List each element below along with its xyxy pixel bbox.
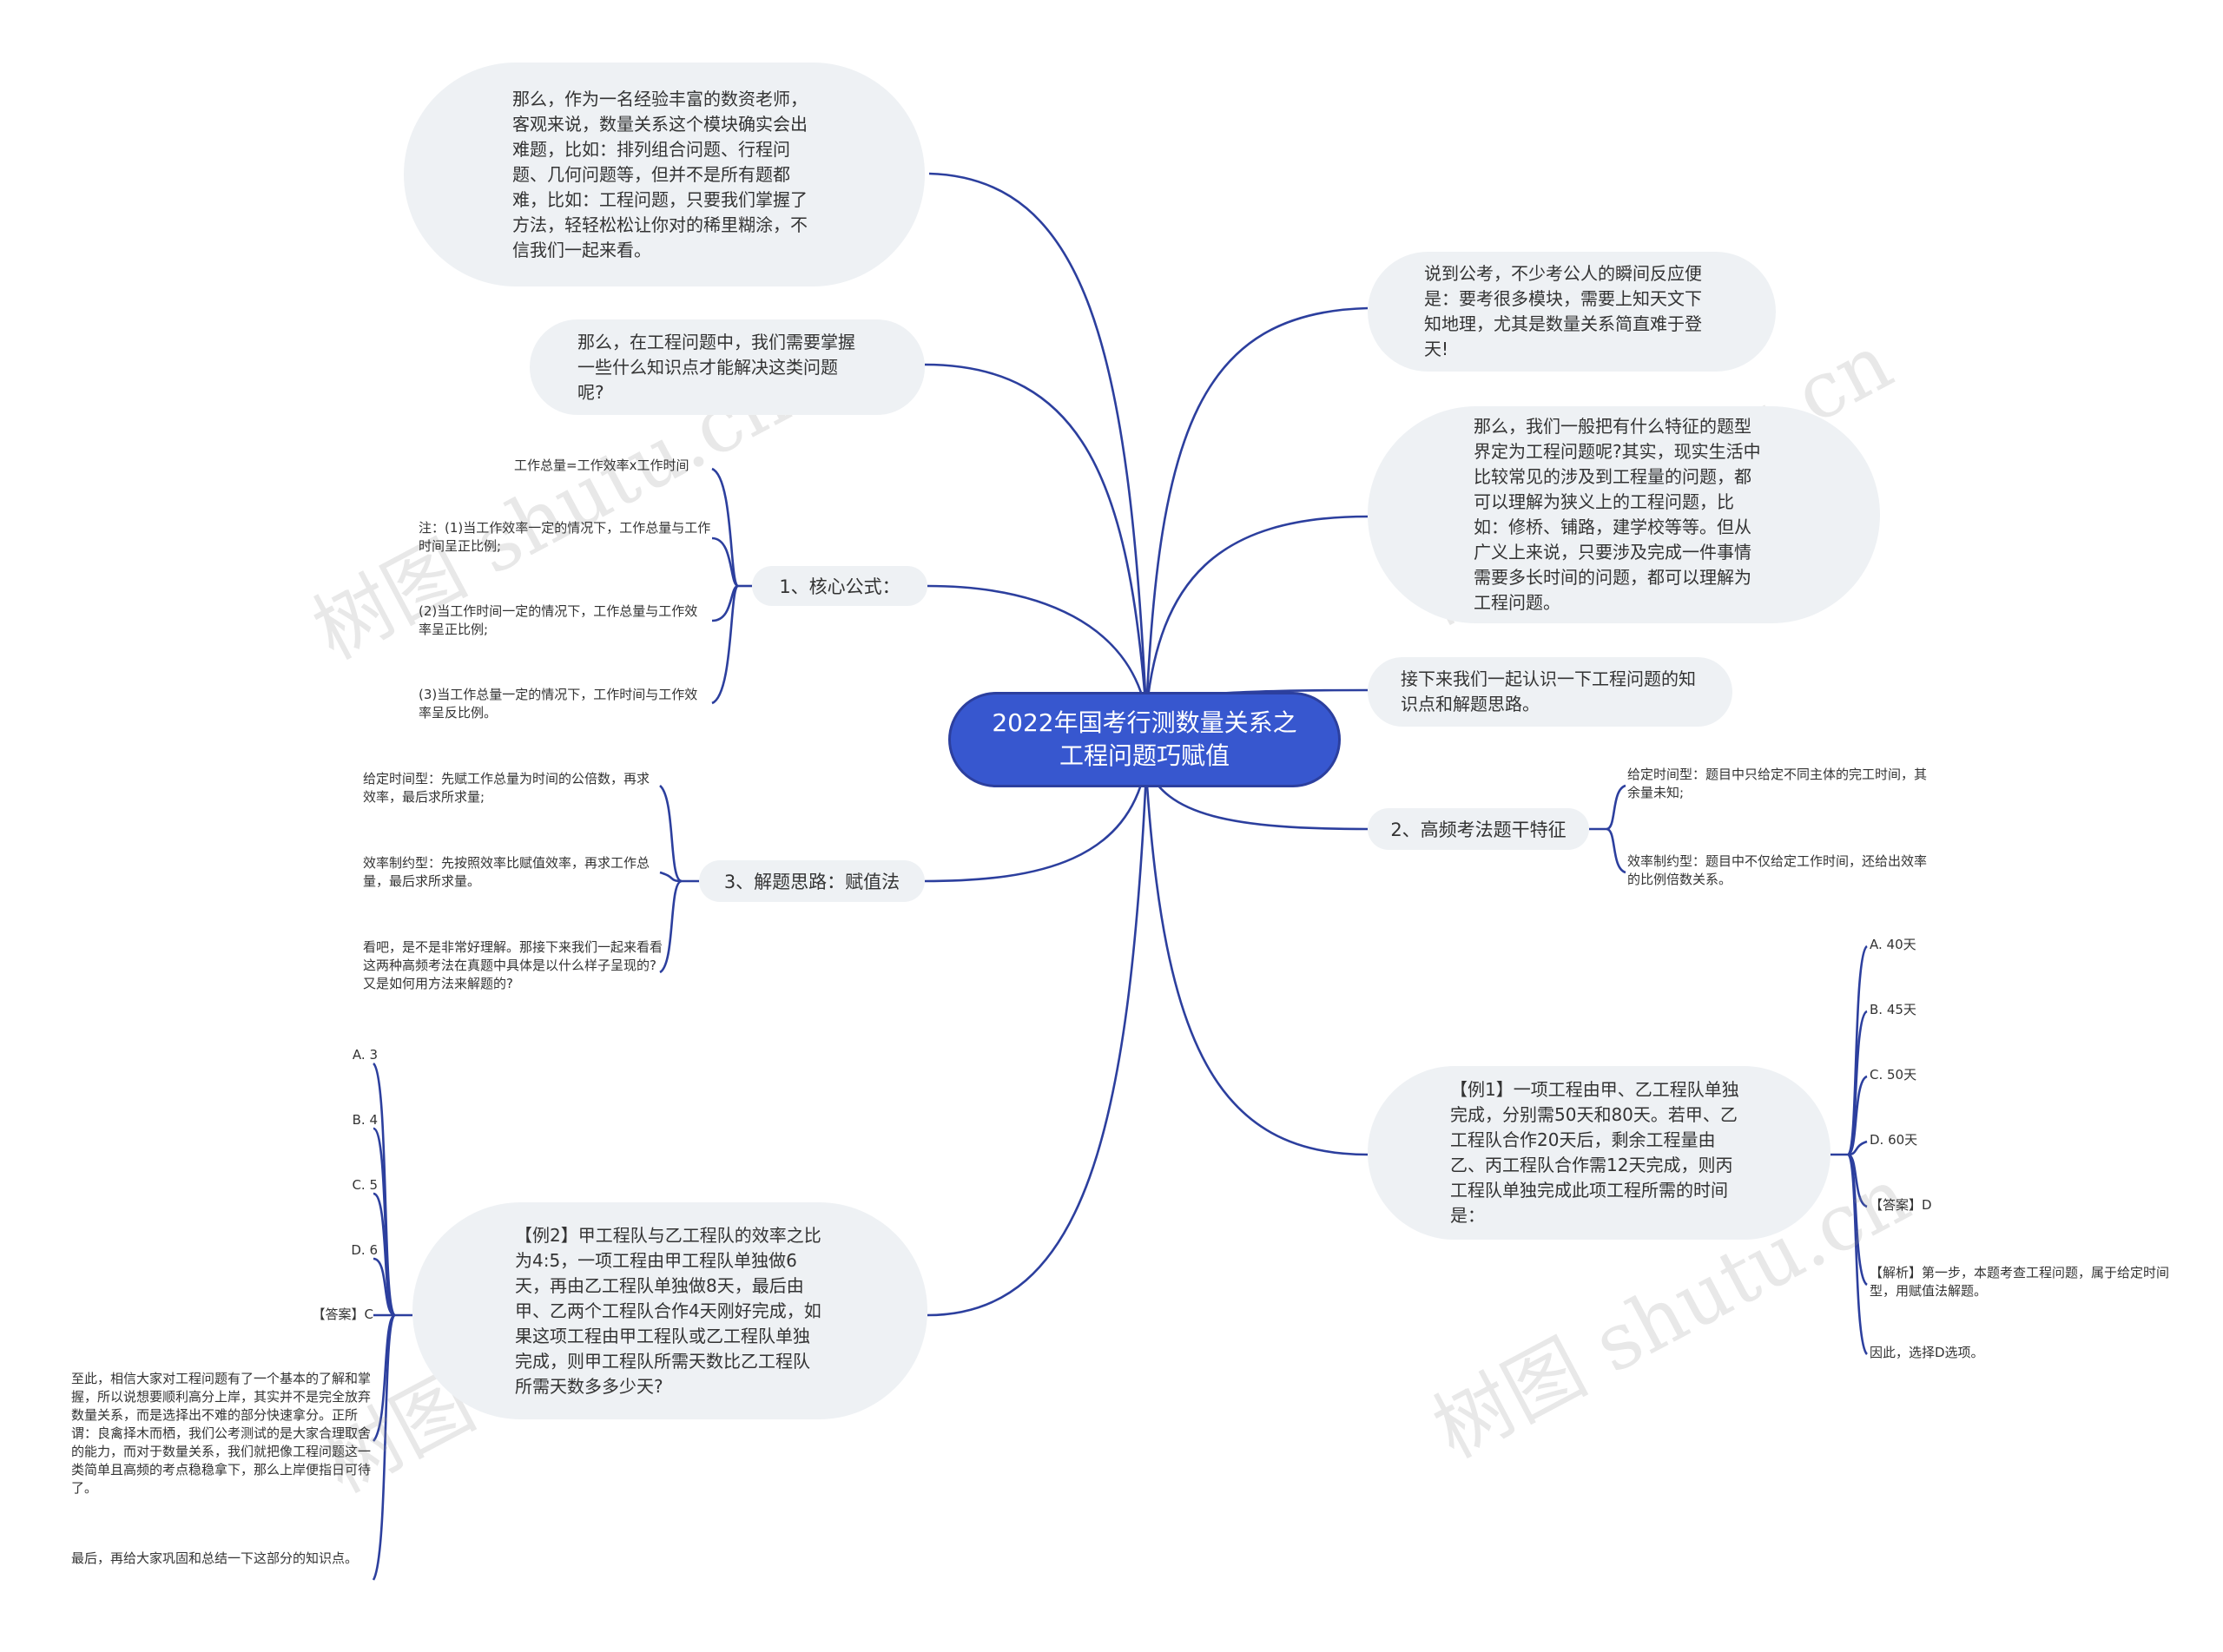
root-title: 2022年国考行测数量关系之工程问题巧赋值 [992,708,1297,770]
left-intro-1-text: 那么，作为一名经验丰富的数资老师，客观来说，数量关系这个模块确实会出难题，比如：… [512,88,808,260]
example1-option[interactable]: D. 60天 [1870,1132,1918,1148]
root-topic[interactable]: 2022年国考行测数量关系之工程问题巧赋值 [948,692,1341,787]
example2-summary-final[interactable]: 最后，再给大家巩固和总结一下这部分的知识点。 [71,1550,359,1566]
example1-answer[interactable]: 【答案】D [1870,1197,1932,1213]
example2-summary[interactable]: 至此，相信大家对工程问题有了一个基本的了解和掌握，所以说想要顺利高分上岸，其实并… [71,1371,372,1496]
method-label: 3、解题思路：赋值法 [723,872,900,892]
formula-item[interactable]: 注：(1)当工作效率一定的情况下，工作总量与工作时间呈正比例; [419,520,711,554]
link-left-intro2 [924,363,1148,713]
right-intro-3-text: 接下来我们一起认识一下工程问题的知识点和解题思路。 [1401,668,1696,714]
features-item[interactable]: 效率制约型：题目中不仅给定工作时间，还给出效率的比例倍数关系。 [1627,853,1928,887]
example1-option[interactable]: A. 40天 [1870,937,1916,952]
formula-topic[interactable]: 1、核心公式： [752,566,927,606]
example2-option[interactable]: A. 3 [352,1047,378,1063]
right-intro-1-text: 说到公考，不少考公人的瞬间反应便是：要考很多模块，需要上知天文下知地理，尤其是数… [1424,263,1702,359]
right-intro-1[interactable]: 说到公考，不少考公人的瞬间反应便是：要考很多模块，需要上知天文下知地理，尤其是数… [1368,252,1776,372]
example2-option[interactable]: B. 4 [352,1112,378,1128]
link-method [924,763,1148,883]
left-intro-2-text: 那么，在工程问题中，我们需要掌握一些什么知识点才能解决这类问题呢? [577,331,855,403]
link-right-intro2 [1144,515,1369,713]
method-item[interactable]: 效率制约型：先按照效率比赋值效率，再求工作总量，最后求所求量。 [363,855,650,889]
example2-option[interactable]: D. 6 [351,1242,378,1258]
example1-analysis[interactable]: 【解析】第一步，本题考查工程问题，属于给定时间型，用赋值法解题。 [1870,1265,2170,1299]
example2-answer[interactable]: 【答案】C [312,1306,373,1322]
example1-conclusion[interactable]: 因此，选择D选项。 [1870,1345,1984,1360]
features-item[interactable]: 给定时间型：题目中只给定不同主体的完工时间，其余量未知; [1627,767,1928,800]
link-example1 [1144,772,1369,1156]
formula-item[interactable]: 工作总量=工作效率x工作时间 [514,457,689,473]
right-intro-3[interactable]: 接下来我们一起认识一下工程问题的知识点和解题思路。 [1368,657,1732,727]
link-left-intro1 [928,172,1148,713]
example2-text: 【例2】甲工程队与乙工程队的效率之比为4:5，一项工程由甲工程队单独做6天，再由… [515,1224,821,1397]
formula-label: 1、核心公式： [779,576,900,597]
left-intro-1[interactable]: 那么，作为一名经验丰富的数资老师，客观来说，数量关系这个模块确实会出难题，比如：… [404,63,925,286]
example2-question[interactable]: 【例2】甲工程队与乙工程队的效率之比为4:5，一项工程由甲工程队单独做6天，再由… [412,1202,927,1419]
left-intro-2[interactable]: 那么，在工程问题中，我们需要掌握一些什么知识点才能解决这类问题呢? [530,319,925,415]
example2-option[interactable]: C. 5 [352,1177,378,1193]
example1-option[interactable]: C. 50天 [1870,1067,1917,1083]
right-intro-2[interactable]: 那么，我们一般把有什么特征的题型界定为工程问题呢?其实，现实生活中比较常见的涉及… [1368,406,1880,623]
example1-question[interactable]: 【例1】一项工程由甲、乙工程队单独完成，分别需50天和80天。若甲、乙工程队合作… [1368,1066,1831,1240]
right-intro-2-text: 那么，我们一般把有什么特征的题型界定为工程问题呢?其实，现实生活中比较常见的涉及… [1474,416,1761,613]
features-label: 2、高频考法题干特征 [1390,819,1567,840]
link-right-intro1 [1144,306,1369,713]
method-item[interactable]: 给定时间型：先赋工作总量为时间的公倍数，再求效率，最后求所求量; [363,771,650,805]
formula-item[interactable]: (3)当工作总量一定的情况下，工作时间与工作效率呈反比例。 [419,687,698,721]
link-example2 [927,772,1148,1317]
example1-option[interactable]: B. 45天 [1870,1002,1916,1017]
example1-text: 【例1】一项工程由甲、乙工程队单独完成，分别需50天和80天。若甲、乙工程队合作… [1450,1079,1739,1226]
method-item[interactable]: 看吧，是不是非常好理解。那接下来我们一起来看看这两种高频考法在真题中具体是以什么… [363,939,663,991]
features-topic[interactable]: 2、高频考法题干特征 [1368,808,1589,850]
formula-item[interactable]: (2)当工作时间一定的情况下，工作总量与工作效率呈正比例; [419,603,698,637]
method-topic[interactable]: 3、解题思路：赋值法 [699,860,925,902]
link-formula [927,584,1148,713]
